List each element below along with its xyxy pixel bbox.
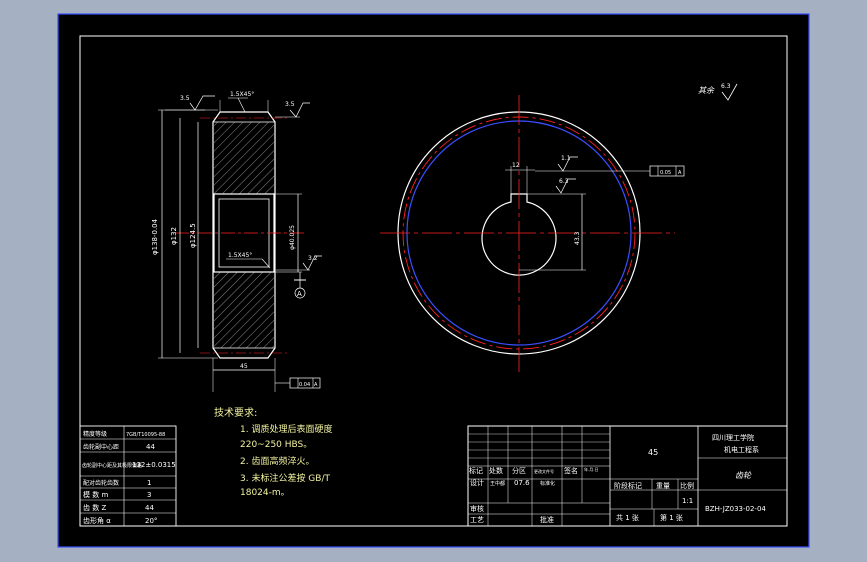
parameter-table: 精度等级 7GB/T10095-88 齿轮副中心距 44 齿轮副中心距及其极限偏… [79,425,177,527]
surface-roughness-note: 其余 6.3 [698,83,738,101]
roughness-note-value: 6.3 [721,83,731,90]
tech-req-line-3: 2. 齿面高频淬火。 [240,455,314,467]
dim-depth-text: 43.3 [574,231,581,245]
tb-process-label: 工艺 [470,516,484,524]
param-label-2: 齿轮副中心距 [83,443,119,451]
dim-key-width-text: 12 [512,162,520,169]
param-label-6: 齿 数 Z [83,503,106,512]
param-label-1: 精度等级 [83,430,107,438]
dim-pitch-text: φ132 [170,227,178,245]
tb-material: 45 [648,448,658,457]
tb-weight-label: 重量 [656,482,670,490]
runout-value: 0.04 [299,382,310,388]
param-label-3: 齿轮副中心距及其极限偏差 [82,462,142,469]
tb-row-label-2: 处数 [489,466,503,475]
tb-check-label: 审核 [470,504,484,513]
tech-req-line-4: 3. 未标注公差按 GB/T [240,472,330,484]
keyway-roughness-symbol [557,156,578,172]
tb-design-label: 设计 [470,478,484,487]
param-value-1: 7GB/T10095-88 [126,432,165,438]
roughness-note-label: 其余 [698,86,715,95]
datum-label: A [297,290,302,298]
tb-row-label-4: 更改文件号 [534,468,554,474]
keyway-roughness-text: 1.1 [561,155,571,162]
tb-row-label-5: 签名 [564,466,578,475]
chamfer-bore-leader-2 [261,258,271,269]
symmetry-datum: A [678,170,682,176]
dim-tip-text: φ138-0.04 [151,218,159,255]
tech-req-line-2: 220~250 HBS。 [240,440,312,450]
param-value-5: 3 [147,491,151,499]
param-label-5: 模 数 m [83,490,108,499]
tb-school-line-2: 机电工程系 [724,445,759,454]
roughness-note-symbol [721,83,738,101]
tech-req-line-1: 1. 调质处理后表面硬度 [240,423,332,435]
inner-frame [79,35,788,527]
dim-width-text: 45 [240,363,248,370]
gear-section-outline [212,111,276,359]
tb-design-date: 07.6 [514,479,530,487]
tb-sheets-total: 共 1 张 [616,513,639,522]
bore-keyway-outline [481,193,557,276]
symmetry-frame [649,165,685,177]
param-value-3: 132±0.0315 [132,461,176,469]
roughness-top-right-symbol [289,102,310,118]
tb-school-line-1: 四川理工学院 [712,433,754,442]
hatched-rim-upper [214,122,274,194]
param-value-7: 20° [145,517,157,525]
dim-root-text: φ124.5 [189,223,197,248]
front-view: 12 1.1 0.05 A 6.3 43.3 [380,95,685,372]
title-block-frame [467,425,788,527]
title-block: 标记 处数 分区 更改文件号 签名 年.月.日 设计 王中都 07.6 标准化 … [467,425,788,527]
tb-scale: 1:1 [682,497,693,505]
tb-approve-label: 批准 [540,515,554,524]
chamfer-bore-text: 1.5X45° [228,252,252,259]
keyway-depth-roughness-symbol [555,178,576,194]
roughness-top-left-text: 3.5 [180,95,190,102]
keyway-depth-roughness-text: 6.3 [559,178,569,185]
section-view: φ138-0.04 φ132 φ124.5 φ40.025 1.5X45° 3.… [151,91,322,392]
dim-bore-text: φ40.025 [289,225,296,250]
tb-row-label-1: 标记 [469,466,483,475]
tb-scale-label: 比例 [680,481,694,490]
tb-sheet-no: 第 1 张 [660,513,683,522]
chamfer-top-text: 1.5X45° [230,91,254,98]
tech-req-title: 技术要求: [214,406,257,419]
datum-circle [294,287,306,299]
roughness-top-left-symbol [189,95,215,111]
roughness-bore-text: 3.2 [308,255,318,262]
runout-datum: A [314,382,318,388]
tb-part-name: 齿轮 [735,471,752,480]
tb-row-label-3: 分区 [512,466,526,475]
outer-border [57,13,810,548]
tech-req-line-5: 18024-m。 [240,488,290,498]
drawing-sheet [58,14,809,547]
tb-std-label: 标准化 [540,480,555,487]
tb-drawing-no: BZH-JZ033-02-04 [705,505,766,513]
tb-stage-label: 阶段标记 [614,481,642,490]
param-value-4: 1 [147,479,151,487]
chamfer-top-leader-2 [237,97,246,113]
param-label-7: 齿形角 α [83,516,111,525]
hatched-rim-lower [214,272,274,348]
roughness-top-right-text: 3.5 [285,101,295,108]
param-label-4: 配对齿轮齿数 [83,479,119,487]
tb-designer: 王中都 [490,480,505,487]
tb-row-label-6: 年.月.日 [584,466,599,472]
param-value-2: 44 [146,443,155,451]
tech-requirements: 技术要求: 1. 调质处理后表面硬度 220~250 HBS。 2. 齿面高频淬… [214,406,332,498]
param-value-6: 44 [145,504,154,512]
symmetry-value: 0.05 [660,170,671,176]
roughness-bore-symbol [302,255,322,271]
runout-frame [289,377,321,389]
